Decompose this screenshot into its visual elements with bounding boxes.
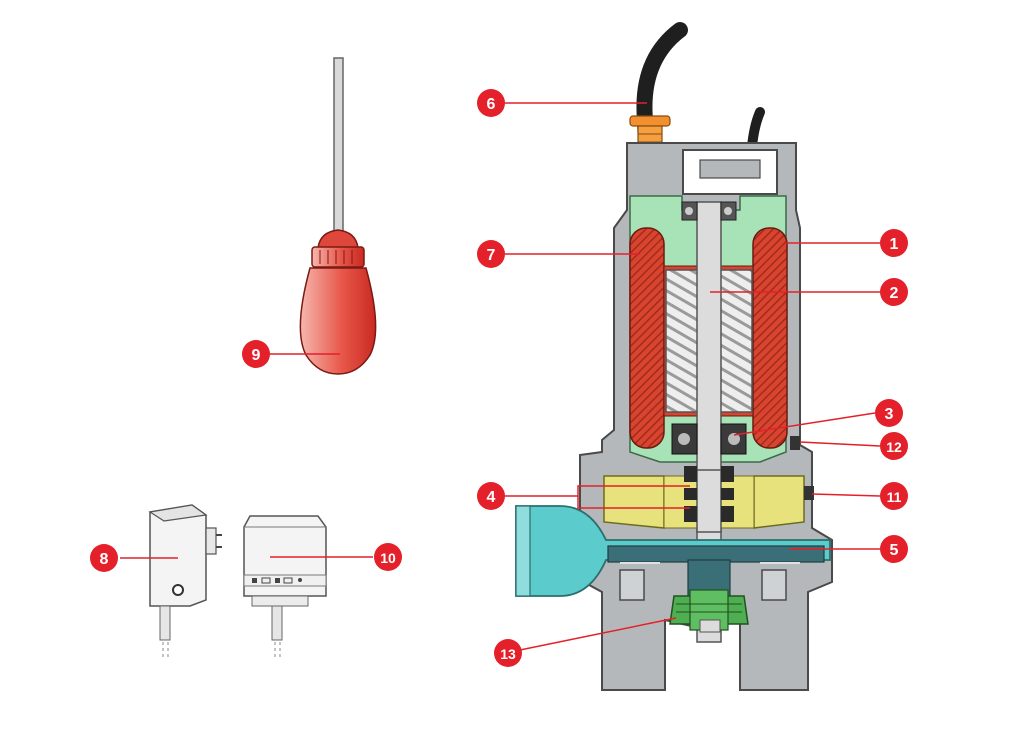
control-knob	[172, 584, 184, 596]
stator-winding-right	[752, 227, 788, 449]
callout-label: 5	[890, 542, 899, 559]
callout-9: 9	[242, 340, 270, 368]
callout-13: 13	[494, 639, 522, 667]
callout-11: 11	[880, 482, 908, 510]
callout-7: 7	[477, 240, 505, 268]
wall-control-box	[243, 515, 327, 660]
callout-label: 2	[890, 285, 899, 302]
callout-10: 10	[374, 543, 402, 571]
callout-label: 6	[487, 96, 496, 113]
callout-label: 1	[890, 236, 899, 253]
pump-cutaway	[515, 22, 833, 691]
callout-12: 12	[880, 432, 908, 460]
leader-lines	[120, 102, 881, 651]
callout-label: 10	[380, 550, 396, 566]
callout-8: 8	[90, 544, 118, 572]
stator-winding-left	[629, 227, 665, 449]
callout-5: 5	[880, 535, 908, 563]
float-ring	[311, 246, 365, 268]
float-cap	[317, 229, 359, 249]
callout-4: 4	[477, 482, 505, 510]
callout-label: 9	[252, 347, 261, 364]
callout-label: 7	[487, 247, 496, 264]
plug-control-box	[148, 504, 222, 660]
callout-label: 4	[487, 489, 496, 506]
callout-label: 3	[885, 406, 894, 423]
callout-label: 13	[500, 646, 516, 662]
float-body	[299, 267, 377, 375]
float-switch	[299, 57, 377, 375]
float-rod	[333, 57, 344, 241]
callout-label: 12	[886, 439, 902, 455]
callout-6: 6	[477, 89, 505, 117]
upper-bearing	[681, 201, 737, 221]
callout-3: 3	[875, 399, 903, 427]
mechanical-seals	[684, 466, 734, 522]
oil-chamber	[603, 475, 665, 529]
callout-2: 2	[880, 278, 908, 306]
callout-label: 11	[887, 489, 902, 505]
cutter-grinder	[669, 589, 749, 633]
callout-label: 8	[100, 551, 109, 568]
callout-1: 1	[880, 229, 908, 257]
lower-bearing	[671, 423, 747, 455]
